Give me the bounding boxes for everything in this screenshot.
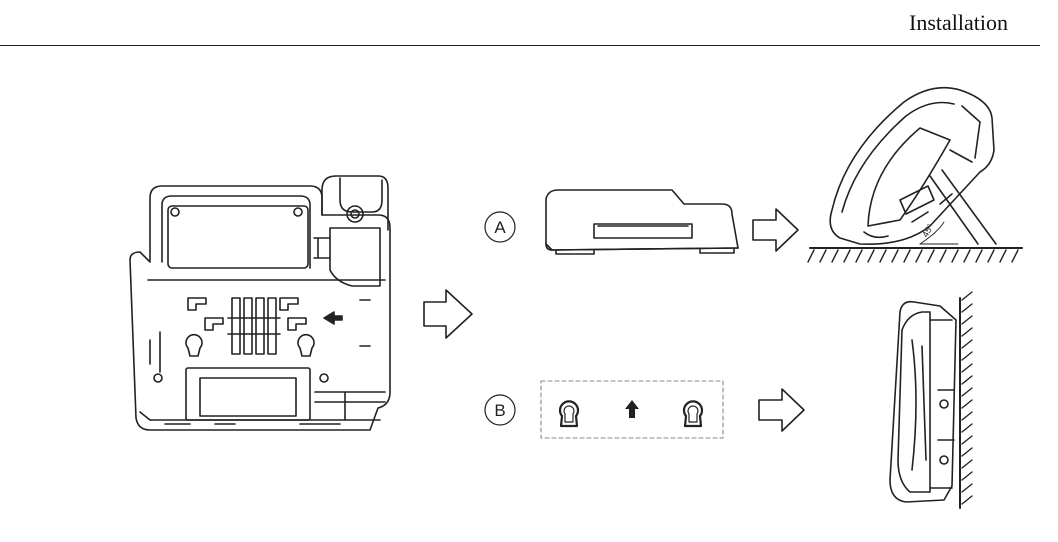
wall-mount-keyhole-box: [540, 380, 724, 439]
keyhole-icon: [682, 400, 704, 428]
option-a-label: A: [494, 218, 506, 237]
keyhole-icon: [558, 400, 580, 428]
desk-mounted-phone-illustration: [807, 86, 1023, 263]
hollow-right-arrow-icon: [758, 388, 805, 432]
hollow-right-arrow-icon: [423, 289, 473, 339]
hollow-right-arrow-icon: [752, 208, 799, 252]
page-header-title: Installation: [909, 10, 1008, 35]
angle-label: 45°: [920, 222, 936, 239]
option-b-badge: [484, 394, 516, 426]
wall-mounted-phone-illustration: [889, 291, 973, 509]
desk-stand-illustration: [545, 189, 739, 255]
up-arrow-icon: [625, 400, 639, 418]
header-rule: [0, 45, 1040, 46]
option-a-badge: [484, 211, 516, 243]
option-b-label: B: [494, 401, 505, 420]
phone-back-illustration: [129, 175, 391, 431]
